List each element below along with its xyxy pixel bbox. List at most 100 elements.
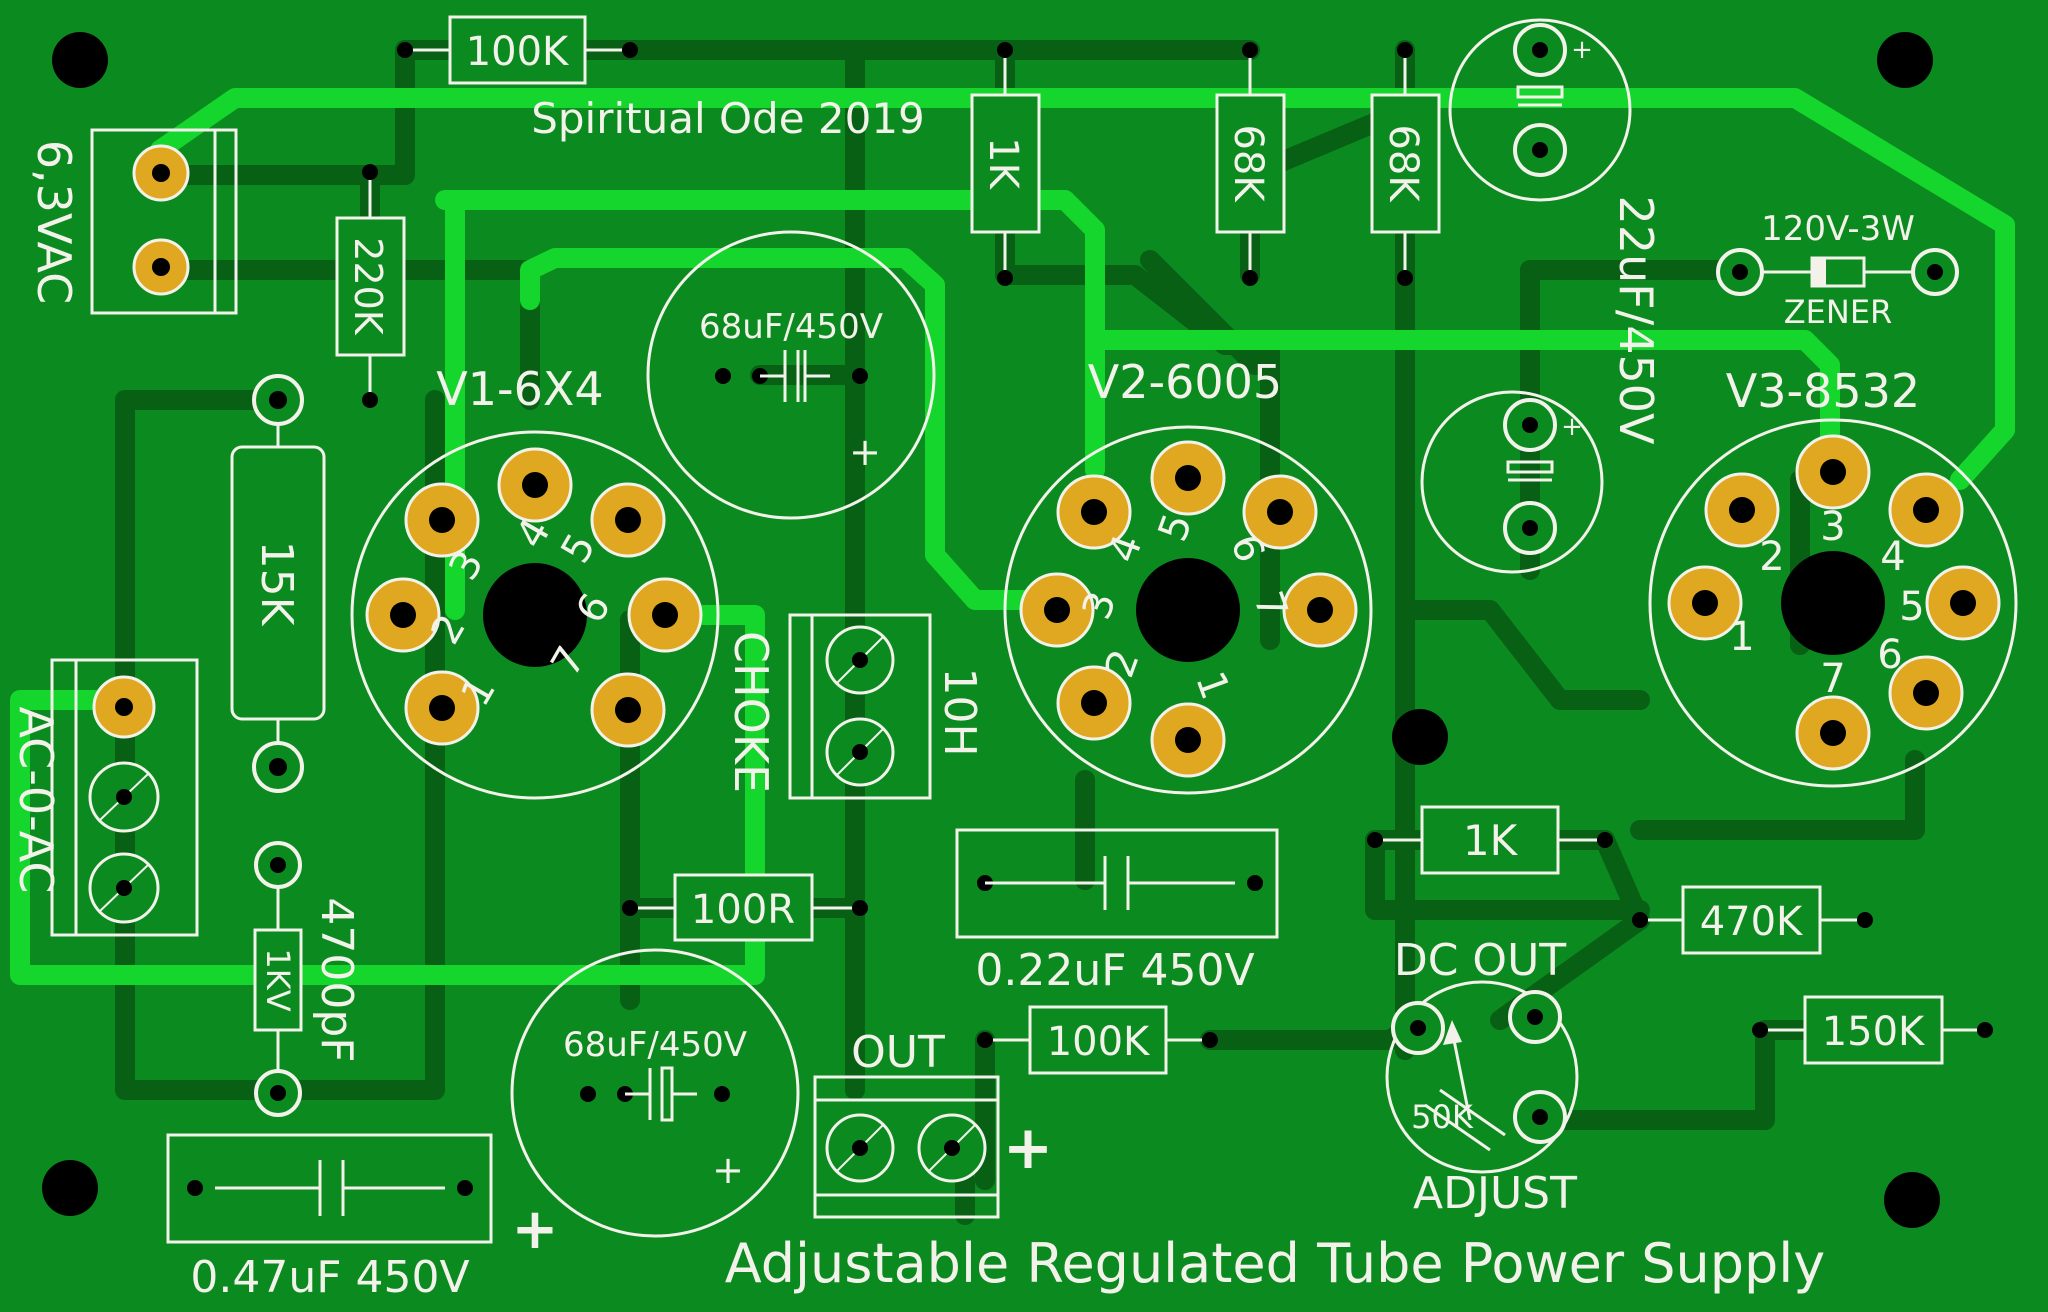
resistor-68k-a: 68K [1215, 42, 1286, 286]
resistor-100k-bottom: 100K [977, 1005, 1218, 1075]
capacitor-plus: + [712, 1148, 744, 1192]
pin-hole [615, 697, 641, 723]
pin-hole [1081, 690, 1107, 716]
pin-hole [1081, 499, 1107, 525]
capacitor-plus: + [849, 430, 881, 474]
resistor-1k-vertical: 1K [970, 42, 1041, 286]
output-terminal: OUT + [813, 1027, 1053, 1219]
resistor-label: 1KV [259, 948, 297, 1011]
capacitor-plus: + [512, 1197, 559, 1262]
resistor-label: 15K [251, 541, 302, 627]
pot-value: 50K [1411, 1098, 1474, 1136]
pin-hole [615, 507, 641, 533]
pin-hole [1913, 497, 1939, 523]
capacitor-68uf-bottom: 68uF/450V + [510, 948, 800, 1238]
resistor-15k-power: 15K [230, 374, 326, 793]
pin-hole [522, 472, 548, 498]
pot-title: DC OUT [1394, 935, 1566, 986]
capacitor-4700pf: 1KV 4700pF [253, 841, 362, 1117]
zener-diode: 120V-3W ZENER [1716, 209, 1959, 331]
capacitor-label: 4700pF [311, 897, 362, 1062]
resistor-label: 100K [1047, 1019, 1151, 1065]
zener-label: ZENER [1784, 293, 1893, 331]
pin-hole [1044, 597, 1070, 623]
tube-center-hole [1136, 558, 1240, 662]
choke-value: 10H [934, 667, 985, 756]
credit-text: Spiritual Ode 2019 [531, 94, 925, 143]
capacitor-22uf-top: + [1448, 18, 1632, 202]
resistor-label: 68K [1380, 124, 1426, 203]
tube-label: V2-6005 [1088, 355, 1282, 409]
tube-pin-number: 5 [1899, 584, 1924, 630]
pin-hole [1913, 680, 1939, 706]
capacitor-0.47uf: 0.47uF 450V + [166, 1133, 559, 1303]
tube-pin-number: 1 [1729, 614, 1754, 660]
pin-hole [1175, 727, 1201, 753]
pin-hole [1950, 590, 1976, 616]
mounting-hole [52, 32, 108, 88]
svg-text:+: + [1561, 412, 1583, 442]
resistor-220k: 220K [335, 164, 406, 408]
resistor-68k-b: 68K [1370, 42, 1441, 286]
mounting-hole [42, 1160, 98, 1216]
output-plus: + [1003, 1113, 1053, 1183]
tube-label: V3-8532 [1726, 364, 1920, 418]
capacitor-label: 0.22uF 450V [975, 945, 1254, 996]
pin-hole [429, 507, 455, 533]
resistor-label: 100R [691, 887, 795, 933]
resistor-label: 100K [466, 29, 570, 75]
pin-hole [652, 602, 678, 628]
tube-center-hole [1781, 551, 1885, 655]
pin-hole [429, 695, 455, 721]
capacitor-0.22uf: 0.22uF 450V [955, 828, 1279, 996]
capacitor-label: 68uF/450V [699, 307, 883, 347]
resistor-label: 150K [1822, 1009, 1926, 1055]
resistor-150k: 150K [1752, 995, 1993, 1065]
resistor-100k-top: 100K [397, 15, 638, 85]
mounting-hole [1392, 709, 1448, 765]
capacitor-22uf-bottom: + 22uF/450V [1420, 196, 1663, 574]
pin-hole [1820, 459, 1846, 485]
tube-pin-number: 7 [1820, 656, 1845, 702]
pin-hole [1729, 497, 1755, 523]
pin-hole [1820, 720, 1846, 746]
capacitor-label: 22uF/450V [1609, 196, 1663, 445]
mains-terminal: AC-0-AC [9, 658, 199, 937]
zener-rating: 120V-3W [1761, 209, 1915, 249]
capacitor-label: 0.47uF 450V [190, 1252, 469, 1303]
tube-center-hole [483, 563, 587, 667]
heater-label: 6,3VAC [27, 140, 81, 304]
resistor-label: 470K [1700, 899, 1804, 945]
resistor-1k-horizontal: 1K [1367, 805, 1613, 875]
pin-hole [1307, 597, 1333, 623]
tube-pin-number: 3 [1820, 504, 1845, 550]
board-title: Adjustable Regulated Tube Power Supply [725, 1232, 1825, 1295]
capacitor-68uf-top: 68uF/450V + [646, 230, 936, 520]
choke-terminal: CHOKE 10H [724, 613, 985, 800]
resistor-label: 1K [980, 137, 1026, 190]
capacitor-label: 68uF/450V [563, 1025, 747, 1065]
pot-label: ADJUST [1413, 1168, 1577, 1219]
output-label: OUT [851, 1027, 945, 1078]
resistor-100r: 100R [622, 873, 868, 942]
svg-text:+: + [1571, 35, 1593, 65]
tube-pin-number: 4 [1880, 534, 1905, 580]
resistor-label: 1K [1463, 816, 1519, 865]
choke-label: CHOKE [724, 631, 778, 793]
potentiometer: DC OUT 50K ADJUST [1385, 935, 1579, 1219]
tube-label: V1-6X4 [436, 362, 603, 416]
mounting-hole [1884, 1172, 1940, 1228]
tube-pin-number: 2 [1759, 534, 1784, 580]
mains-label: AC-0-AC [9, 706, 63, 893]
pin-hole [1267, 499, 1293, 525]
tube-pin-number: 6 [1877, 632, 1902, 678]
heater-terminal: 6,3VAC [27, 128, 238, 315]
pin-hole [1175, 465, 1201, 491]
mounting-holes [42, 32, 1940, 1228]
resistor-label: 220K [346, 237, 390, 336]
pin-hole [1692, 590, 1718, 616]
pin-hole [390, 602, 416, 628]
